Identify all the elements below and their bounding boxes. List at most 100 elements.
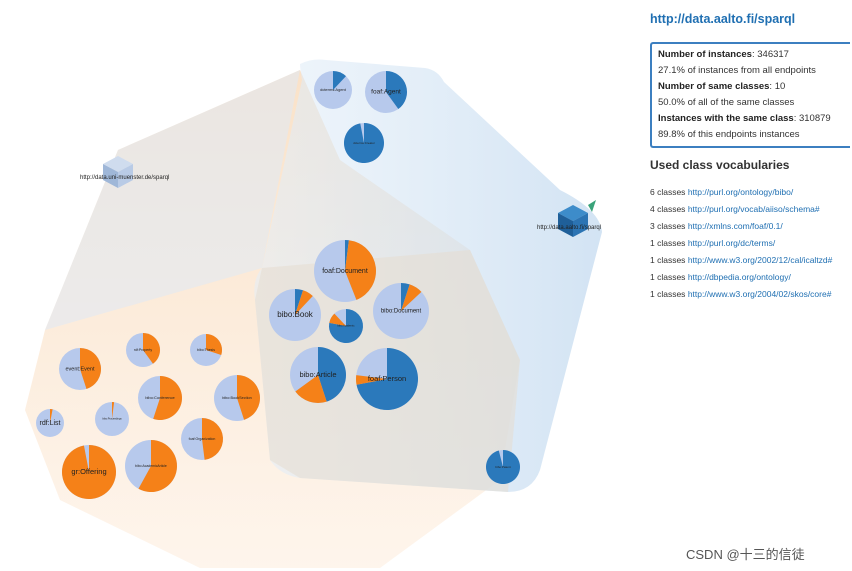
pie-slice-aalto: [356, 348, 418, 410]
pie-slice-unimuenster: [138, 440, 178, 492]
pie-slice-unimuenster: [80, 348, 102, 389]
stat-line: 89.8% of this endpoints instances: [658, 127, 844, 143]
class-label: bibo:Conference: [145, 395, 175, 400]
pie-slice-aalto: [345, 240, 349, 271]
class-label: bibo:AcademicArticle: [135, 464, 167, 468]
pie-slice-aalto: [344, 123, 384, 163]
pie-slice-aalto: [386, 71, 407, 109]
pie-slice-unimuenster: [153, 376, 183, 421]
class-label: dcterms:Agent: [320, 87, 347, 92]
class-node-bibo-proceedings[interactable]: bibo:Proceedings: [95, 402, 129, 436]
class-node-bibo-academic[interactable]: bibo:Academic: [329, 308, 363, 343]
endpoint-node-aalto[interactable]: http://data.aalto.fi/sparql: [537, 200, 601, 237]
vocabulary-link[interactable]: http://purl.org/dc/terms/: [687, 238, 776, 248]
class-node-foaf-agent[interactable]: foaf:Agent: [365, 71, 407, 113]
vocabulary-count: 4 classes: [650, 204, 686, 214]
pie-slice-unimuenster: [295, 290, 313, 315]
endpoint-node-unimuenster[interactable]: http://data.uni-muenster.de/sparql: [80, 156, 169, 188]
class-label: dcterms:Creator: [353, 141, 375, 145]
pie-slice-unimuenster: [329, 313, 346, 326]
pie-slice-unimuenster: [143, 333, 161, 364]
pie-slice-aalto: [401, 283, 410, 311]
class-node-bibo-patent[interactable]: bibo:Patent: [485, 450, 520, 484]
pie-slice-unimuenster: [112, 402, 115, 419]
stat-line: 27.1% of instances from all endpoints: [658, 63, 844, 79]
endpoint-cube-icon: [103, 156, 133, 188]
watermark: CSDN @十三的信徒: [686, 547, 805, 562]
vocabulary-count: 1 classes: [650, 289, 686, 299]
class-label: foaf:Document: [322, 268, 368, 275]
vocabulary-count: 6 classes: [650, 187, 686, 197]
vocabulary-row: 4 classes http://purl.org/vocab/aiiso/sc…: [650, 201, 850, 218]
class-node-rdf-property[interactable]: rdf:Property: [126, 333, 161, 367]
vocabulary-link[interactable]: http://dbpedia.org/ontology/: [687, 272, 791, 282]
class-node-bibo-book[interactable]: bibo:Book: [269, 289, 321, 341]
class-node-foaf-document[interactable]: foaf:Document: [314, 240, 376, 302]
endpoint-title[interactable]: http://data.aalto.fi/sparql: [650, 12, 796, 26]
stat-line: Instances with the same class: 310879: [658, 111, 844, 127]
class-label: bibo:Thesis: [197, 348, 215, 352]
pie-slice-unimuenster: [237, 375, 261, 420]
hull-edge: [45, 70, 300, 330]
vocabulary-count: 1 classes: [650, 272, 686, 282]
class-label: bibo:Proceedings: [102, 418, 122, 421]
class-label: foaf:Person: [368, 374, 406, 383]
vocabulary-row: 1 classes http://www.w3.org/2004/02/skos…: [650, 286, 850, 303]
vocabulary-row: 1 classes http://purl.org/dc/terms/: [650, 235, 850, 252]
class-label: rdf:Property: [134, 348, 153, 352]
class-node-dcterms-creator[interactable]: dcterms:Creator: [344, 123, 384, 163]
class-node-bibo-document[interactable]: bibo:Document: [373, 283, 429, 339]
class-label: bibo:BookSection: [222, 396, 252, 400]
vocabulary-link[interactable]: http://xmlns.com/foaf/0.1/: [687, 221, 783, 231]
pie-slice-unimuenster: [356, 375, 387, 385]
class-label: bibo:Document: [381, 309, 422, 315]
stat-value: : 346317: [751, 49, 789, 60]
pie-slice-unimuenster: [202, 418, 224, 460]
vocabulary-link[interactable]: http://purl.org/vocab/aiiso/schema#: [687, 204, 820, 214]
class-label: event:Event: [65, 366, 95, 372]
stat-value: : 310879: [793, 113, 831, 124]
class-label: rdf:List: [39, 420, 60, 427]
pie-slice-unimuenster: [401, 284, 422, 311]
endpoint-label: http://data.aalto.fi/sparql: [537, 225, 601, 231]
vocabulary-link[interactable]: http://www.w3.org/2002/12/cal/icaltzd#: [687, 255, 833, 265]
class-label: bibo:Book: [277, 310, 314, 319]
class-node-foaf-person[interactable]: foaf:Person: [356, 348, 418, 410]
pie-slice-aalto: [295, 289, 304, 315]
pie-slice-unimuenster: [206, 334, 222, 355]
class-node-event-event[interactable]: event:Event: [59, 348, 102, 390]
pie-slice-aalto: [485, 450, 520, 484]
endpoint-cube-icon: [558, 200, 596, 237]
class-node-gr-offering[interactable]: gr:Offering: [62, 445, 117, 499]
class-node-bibo-bookSection[interactable]: bibo:BookSection: [214, 375, 261, 421]
pie-slice-unimuenster: [295, 375, 327, 403]
vocabulary-link[interactable]: http://purl.org/ontology/bibo/: [687, 187, 794, 197]
endpoint-info-panel: http://data.aalto.fi/sparql Number of in…: [650, 12, 850, 303]
class-label: foaf:Organization: [189, 437, 216, 441]
class-label: bibo:Patent: [495, 465, 510, 469]
class-label: bibo:Article: [299, 370, 336, 379]
vocabulary-count: 1 classes: [650, 255, 686, 265]
class-label: foaf:Agent: [371, 89, 401, 96]
vocabulary-row: 3 classes http://xmlns.com/foaf/0.1/: [650, 218, 850, 235]
class-node-bibo-conference[interactable]: bibo:Conference: [138, 376, 183, 421]
class-node-bibo-academicarticle[interactable]: bibo:AcademicArticle: [125, 440, 178, 492]
vocabulary-count: 1 classes: [650, 238, 686, 248]
stat-line: Number of same classes: 10: [658, 79, 844, 95]
stat-key: Number of same classes: [658, 81, 770, 92]
class-node-bibo-article[interactable]: bibo:Article: [290, 347, 346, 403]
vocabulary-row: 1 classes http://dbpedia.org/ontology/: [650, 269, 850, 286]
stat-value: 89.8% of this endpoints instances: [658, 129, 800, 140]
vocabulary-link[interactable]: http://www.w3.org/2004/02/skos/core#: [687, 289, 832, 299]
vocabulary-row: 6 classes http://purl.org/ontology/bibo/: [650, 184, 850, 201]
class-node-rdf-list[interactable]: rdf:List: [36, 409, 64, 437]
class-node-bibo-thesis[interactable]: bibo:Thesis: [190, 334, 222, 366]
class-node-foaf-organization[interactable]: foaf:Organization: [181, 418, 224, 460]
class-node-dcterms-agent[interactable]: dcterms:Agent: [314, 71, 352, 109]
vocabularies-title: Used class vocabularies: [650, 158, 790, 172]
vocabulary-row: 1 classes http://www.w3.org/2002/12/cal/…: [650, 252, 850, 269]
stat-value: : 10: [769, 81, 786, 92]
stat-value: 27.1% of instances from all endpoints: [658, 65, 816, 76]
